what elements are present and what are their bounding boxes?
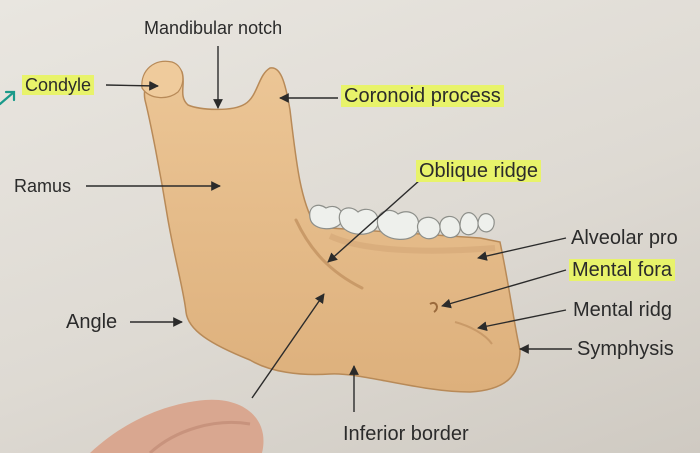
tooth-molar-3: [309, 204, 343, 230]
tooth-premolar-2: [417, 216, 441, 240]
mental-ridge-mark: [454, 321, 493, 345]
tooth-incisor: [477, 213, 495, 233]
mandible-bone: [143, 62, 521, 393]
leader-lines: [86, 46, 572, 412]
pen-arrow-icon: [0, 90, 16, 106]
label-mental-foramen: Mental fora: [569, 259, 676, 281]
finger-shape: [90, 399, 264, 453]
label-coronoid-process: Coronoid process: [341, 85, 504, 107]
mental-foramen-mark: [429, 302, 438, 313]
label-condyle: Condyle: [22, 75, 95, 95]
label-inferior-border: Inferior border: [343, 423, 469, 445]
label-angle: Angle: [66, 311, 118, 333]
tooth-canine: [459, 212, 479, 236]
condyle-head: [141, 60, 184, 99]
finger-shadow: [148, 420, 251, 453]
label-oblique-ridge: Oblique ridge: [416, 160, 541, 182]
leader-alveolar: [477, 237, 567, 261]
leader-pointer-line: [251, 293, 325, 399]
leader-mental-foramen: [441, 269, 567, 309]
label-mandibular-notch: Mandibular notch: [144, 18, 283, 38]
leader-mental-ridge: [477, 309, 567, 332]
label-symphysis: Symphysis: [577, 338, 674, 360]
label-mental-ridge: Mental ridg: [573, 299, 672, 321]
leader-condyle: [105, 80, 159, 91]
oblique-ridge-line: [294, 218, 364, 290]
tooth-molar-2: [338, 207, 379, 235]
alveolar-shading: [328, 233, 496, 254]
tooth-premolar-1: [439, 215, 461, 239]
leader-oblique-ridge: [327, 179, 421, 263]
label-alveolar-process: Alveolar pro: [571, 227, 678, 249]
label-ramus: Ramus: [14, 176, 72, 196]
